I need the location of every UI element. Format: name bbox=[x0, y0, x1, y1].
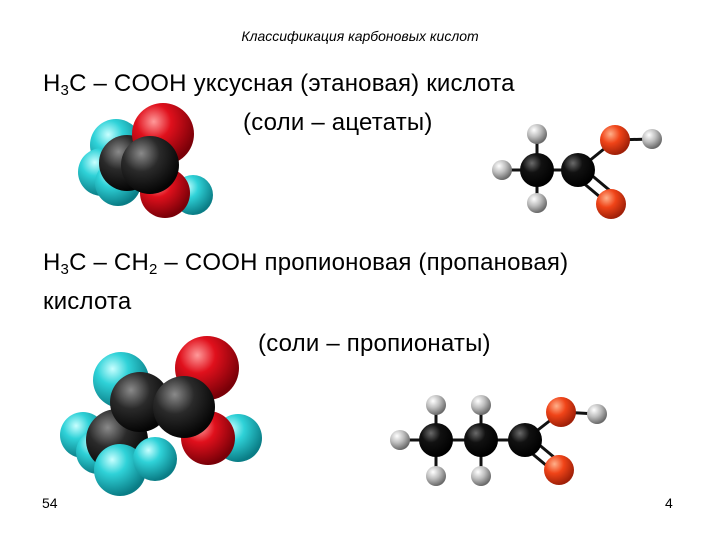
carbon-atom bbox=[419, 423, 453, 457]
propionic-salts: (соли – пропионаты) bbox=[258, 330, 491, 357]
acetic-spacefill-model bbox=[78, 103, 213, 218]
propionic-ballstick-atoms bbox=[390, 395, 607, 486]
propionic-formula-h: H bbox=[43, 249, 61, 276]
hydrogen-atom bbox=[94, 444, 146, 496]
hydrogen-atom bbox=[390, 430, 410, 450]
acetic-name: уксусная (этановая) кислота bbox=[186, 70, 515, 97]
carbon-atom bbox=[520, 153, 554, 187]
hydrogen-atom bbox=[527, 193, 547, 213]
oxygen-atom bbox=[546, 397, 576, 427]
acetic-formula-h: H bbox=[43, 70, 61, 97]
acetic-ballstick-atoms bbox=[492, 124, 662, 219]
hydrogen-atom bbox=[133, 437, 177, 481]
propionic-formula-ch: C – CH bbox=[69, 249, 149, 276]
page-number-left: 54 bbox=[42, 495, 58, 511]
hydrogen-atom bbox=[587, 404, 607, 424]
propionic-formula-sub1: 3 bbox=[60, 261, 70, 278]
oxygen-atom bbox=[544, 455, 574, 485]
propionic-formula-sub2: 2 bbox=[148, 261, 158, 278]
propionic-name: пропионовая (пропановая) bbox=[257, 249, 569, 276]
carbon-atom bbox=[508, 423, 542, 457]
acetic-formula-rest: C – COOH bbox=[69, 70, 187, 97]
carbon-atom bbox=[561, 153, 595, 187]
hydrogen-atom bbox=[642, 129, 662, 149]
hydrogen-atom bbox=[471, 466, 491, 486]
propionic-name-cont: кислота bbox=[43, 288, 132, 315]
hydrogen-atom bbox=[426, 466, 446, 486]
carbon-atom bbox=[121, 136, 179, 194]
carbon-atom bbox=[464, 423, 498, 457]
slide-header: Классификация карбоновых кислот bbox=[241, 28, 479, 44]
propionic-formula-cooh: – COOH bbox=[157, 249, 258, 276]
oxygen-atom bbox=[596, 189, 626, 219]
hydrogen-atom bbox=[426, 395, 446, 415]
carbon-atom bbox=[153, 376, 215, 438]
acetic-salts: (соли – ацетаты) bbox=[243, 109, 433, 136]
acetic-formula-line: H3C – COOH уксусная (этановая) кислота bbox=[43, 70, 515, 99]
acetic-formula-sub: 3 bbox=[60, 82, 70, 99]
oxygen-atom bbox=[600, 125, 630, 155]
page-number-right: 4 bbox=[665, 495, 673, 511]
propionic-spacefill-model bbox=[60, 336, 262, 496]
hydrogen-atom bbox=[527, 124, 547, 144]
hydrogen-atom bbox=[471, 395, 491, 415]
propionic-formula-line: H3C – CH2 – COOH пропионовая (пропановая… bbox=[43, 249, 568, 278]
hydrogen-atom bbox=[492, 160, 512, 180]
